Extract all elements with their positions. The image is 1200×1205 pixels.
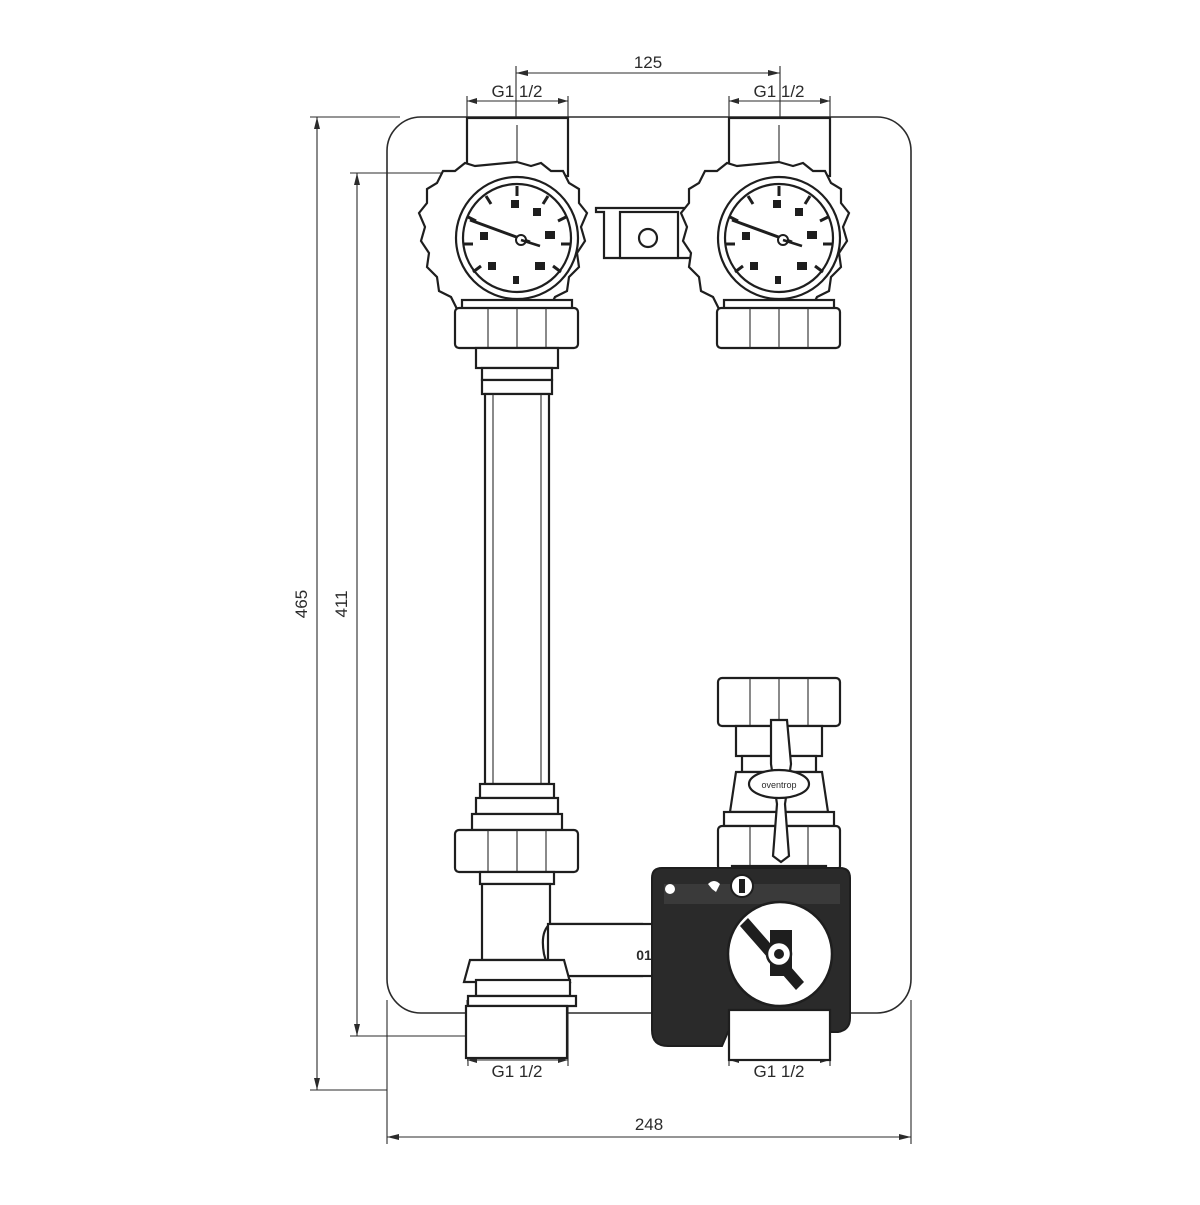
circulation-pump: 01 — [636, 864, 851, 1062]
dimension-top-spacing-label: 125 — [634, 53, 662, 72]
left-lower-union — [453, 298, 580, 396]
dimension-total-width: 248 — [386, 1000, 912, 1144]
total-width-label: 248 — [635, 1115, 663, 1134]
right-thermometer — [679, 160, 851, 319]
total-height-label: 465 — [292, 590, 311, 618]
bottom-right-thread-label: G1 1/2 — [753, 1062, 804, 1081]
valve-brand-label: oventrop — [761, 780, 796, 790]
valve-handle-cap — [747, 768, 811, 800]
dimension-inner-height: 411 — [332, 172, 470, 1037]
top-left-thread-label: G1 1/2 — [491, 82, 542, 101]
left-thermometer-ticks — [464, 186, 570, 274]
left-thermometer — [417, 160, 589, 319]
left-bottom-union — [453, 782, 580, 886]
dimension-top-left-thread: G1 1/2 — [466, 82, 569, 160]
left-vertical-pipe — [483, 392, 551, 786]
top-right-thread-label: G1 1/2 — [753, 82, 804, 101]
left-lower-tee — [462, 882, 658, 1060]
right-thermometer-ticks — [726, 186, 832, 274]
ball-valve: oventrop — [716, 676, 842, 872]
dimension-total-height: 465 — [292, 116, 400, 1091]
bottom-left-thread-label: G1 1/2 — [491, 1062, 542, 1081]
mounting-plate — [386, 116, 912, 1014]
pump-label: 01 — [636, 947, 652, 963]
inner-height-label: 411 — [332, 590, 351, 617]
right-lower-union — [715, 298, 842, 350]
